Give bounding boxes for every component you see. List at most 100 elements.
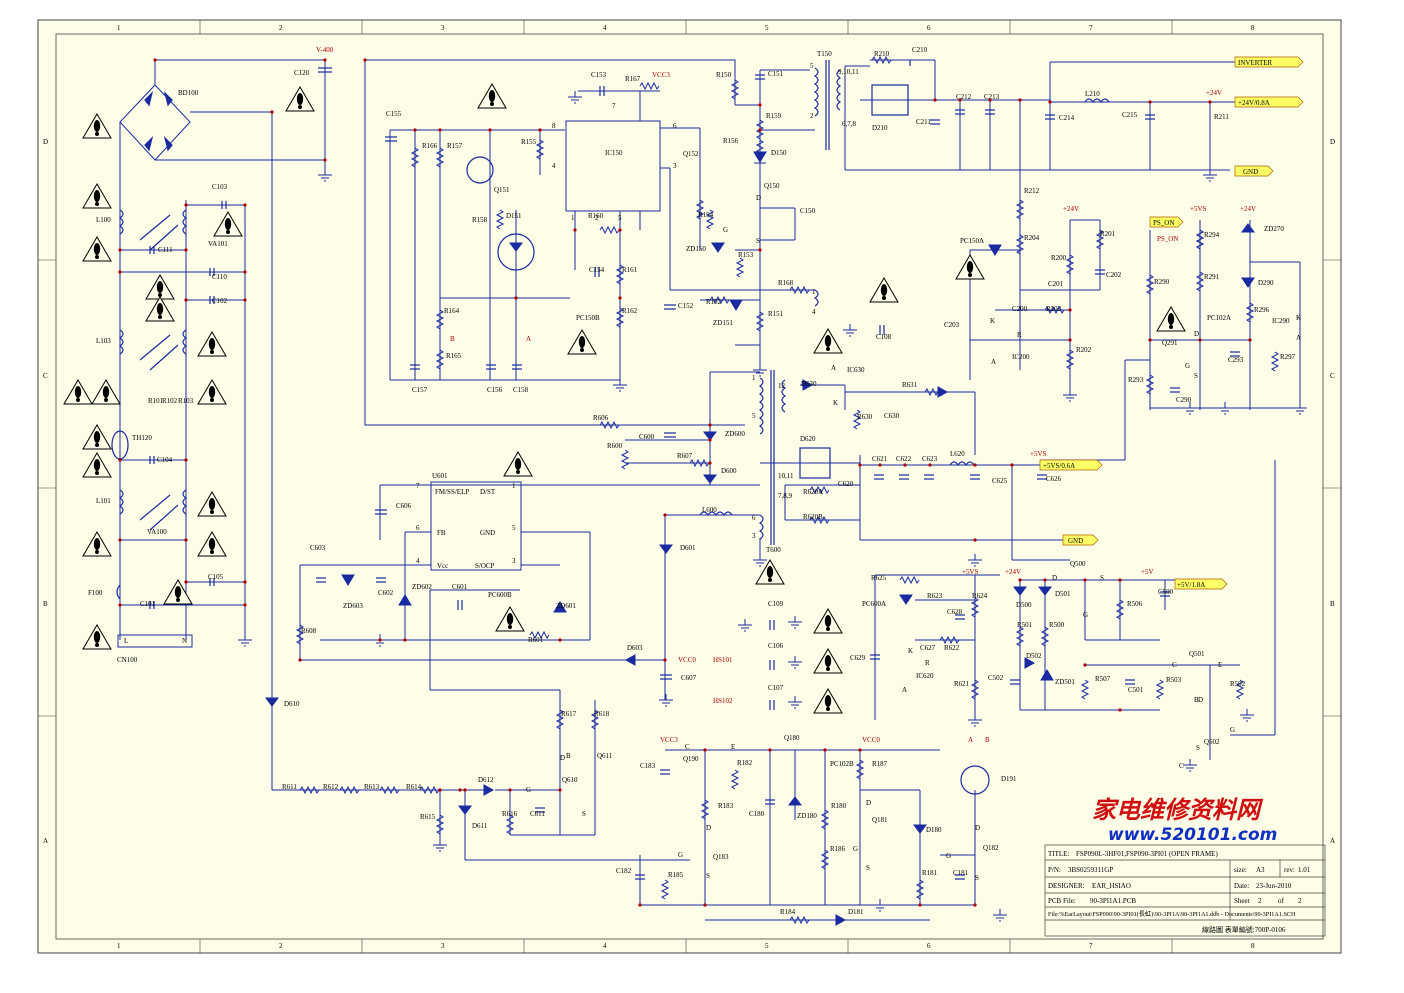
resistor xyxy=(529,630,550,640)
ref-q502: Q502 xyxy=(1204,738,1220,746)
ref-r203: R203 xyxy=(1046,305,1062,313)
ref-d611: D611 xyxy=(472,822,488,830)
pin-letter-d: D xyxy=(1198,696,1203,704)
ref-c150: C150 xyxy=(800,207,816,215)
ref-l: L xyxy=(124,637,128,645)
junction-dot xyxy=(858,463,862,467)
sheet-of: of xyxy=(1278,897,1285,905)
ref-c606: C606 xyxy=(396,502,412,510)
grid-col-5-bottom: 5 xyxy=(765,942,769,950)
grid-col-7-top: 7 xyxy=(1089,24,1093,32)
junction-dot xyxy=(118,538,122,542)
ic150-pin-6: 6 xyxy=(673,122,677,130)
warning-icon xyxy=(82,236,112,262)
net-24v-dd: +24V xyxy=(1005,568,1021,576)
u601-pin-num-5: 5 xyxy=(512,524,516,532)
net-24v-top: +24V xyxy=(1206,89,1222,97)
ref-c106: C106 xyxy=(768,642,784,650)
ref-c110: C110 xyxy=(212,273,227,281)
ic150-pin-4: 4 xyxy=(552,162,556,170)
inverter-flag xyxy=(1234,56,1304,68)
junction-dot xyxy=(413,128,417,132)
ref-d610: D610 xyxy=(284,700,300,708)
grid-col-4-bottom: 4 xyxy=(603,942,607,950)
junction-dot xyxy=(918,903,922,907)
junction-dot xyxy=(458,788,462,792)
grid-row-d-right: D xyxy=(1330,138,1335,146)
resistor xyxy=(599,225,620,235)
ref-c202: C202 xyxy=(1106,271,1122,279)
ref-r600: R600 xyxy=(607,442,623,450)
junction-dot xyxy=(184,203,188,207)
grid-col-3-top: 3 xyxy=(441,24,445,32)
junction-dot xyxy=(118,603,122,607)
ref-r166: R166 xyxy=(422,142,438,150)
junction-dot xyxy=(1018,578,1022,582)
ref-pc600b: PC600B xyxy=(488,591,512,599)
diode-symbols xyxy=(265,151,1255,926)
ground-icon xyxy=(738,619,752,632)
ground-icon xyxy=(873,899,887,912)
resistor xyxy=(535,139,545,160)
ref-l101: L101 xyxy=(96,497,111,505)
resistor xyxy=(555,709,565,730)
ground-icon xyxy=(1183,402,1197,415)
sheet-total: 2 xyxy=(1298,897,1302,905)
ref-d290: D290 xyxy=(1258,279,1274,287)
ref-d600: D600 xyxy=(721,467,737,475)
ref-r164: R164 xyxy=(444,307,460,315)
pin-letter-b: B xyxy=(1194,696,1199,704)
ref-d181: D181 xyxy=(848,908,864,916)
ref-r158: R158 xyxy=(472,216,488,224)
ref-r621: R621 xyxy=(954,680,970,688)
warning-icon xyxy=(163,579,193,605)
pin-letter-g: G xyxy=(946,852,951,860)
inverter-flag-label: INVERTER xyxy=(1238,59,1273,67)
junction-dot xyxy=(323,158,327,162)
ref-va101: VA101 xyxy=(208,240,228,248)
t600-pin-789: 7,8,9 xyxy=(778,492,793,500)
warning-icon xyxy=(82,531,112,557)
resistor xyxy=(809,485,830,495)
warning-icon xyxy=(955,254,985,280)
resistor xyxy=(599,420,620,430)
ref-c630: C630 xyxy=(884,412,900,420)
warning-icon xyxy=(82,183,112,209)
resistor xyxy=(1195,229,1205,250)
pin-letter-s: S xyxy=(1194,372,1198,380)
t600-pin-3: 3 xyxy=(752,532,756,540)
date-label: Date: xyxy=(1234,882,1249,890)
u601-pin-dst: D/ST xyxy=(480,488,496,496)
ref-r503: R503 xyxy=(1166,676,1182,684)
ref-d502: D502 xyxy=(1026,652,1042,660)
ground-icon xyxy=(788,616,802,629)
ref-r185: R185 xyxy=(668,871,684,879)
title-value: FSP090L-3HF01,FSP090-3PI01 (OPEN FRAME) xyxy=(1076,850,1218,858)
ref-pc150a: PC150A xyxy=(960,237,984,245)
junction-dot xyxy=(153,58,157,62)
ref-c109: C109 xyxy=(768,600,784,608)
grid-col-2-bottom: 2 xyxy=(279,942,283,950)
gnd-top-flag-label: GND xyxy=(1243,168,1258,176)
resistor xyxy=(705,209,715,230)
ground-icon xyxy=(1240,709,1254,722)
ref-r201: R201 xyxy=(1100,230,1116,238)
junction-dot xyxy=(184,248,188,252)
ref-c151: C151 xyxy=(768,70,784,78)
ref-r200: R200 xyxy=(1051,254,1067,262)
capacitor-symbols xyxy=(149,60,1240,880)
ref-c103: C103 xyxy=(212,183,228,191)
ref-r617: R617 xyxy=(561,710,577,718)
pin-letter-g: G xyxy=(723,226,728,234)
ref-d500: D500 xyxy=(1016,601,1032,609)
title-block-text: TITLE: FSP090L-3HF01,FSP090-3PI01 (OPEN … xyxy=(1048,850,1311,934)
ic150-pin-1: 1 xyxy=(571,214,575,222)
form-number: 線路圖 表單編號:700P-0106 xyxy=(1202,925,1286,934)
ref-r507: R507 xyxy=(1095,675,1111,683)
ref-zd150: ZD150 xyxy=(686,245,706,253)
pin-letter-c: C xyxy=(685,743,690,751)
ref-c602: C602 xyxy=(378,589,394,597)
junction-dot xyxy=(708,423,712,427)
ref-r624: R624 xyxy=(972,592,988,600)
resistor xyxy=(915,879,925,900)
